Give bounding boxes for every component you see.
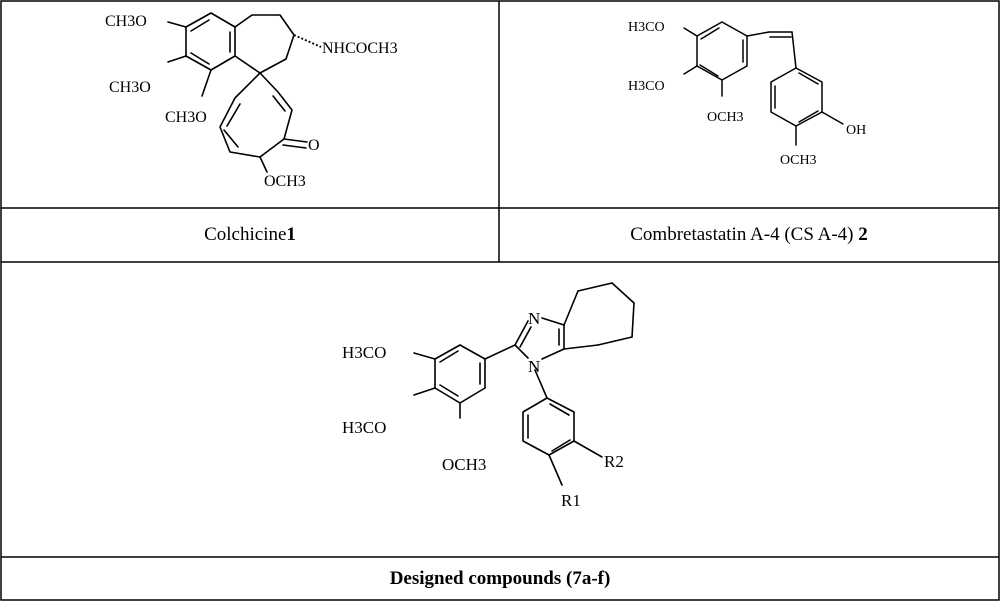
combretastatin-structure: H3CO H3CO OCH3 OH OCH3 — [628, 20, 866, 168]
imidazole-n-label: N — [528, 357, 540, 376]
r2-substituent-label: R2 — [604, 452, 624, 471]
colchicine-ome-label: CH3O — [109, 79, 151, 96]
designed-ome-label: H3CO — [342, 343, 386, 362]
combretastatin-ome-label: OCH3 — [707, 110, 744, 125]
colchicine-ome-label: CH3O — [165, 109, 207, 126]
designed-ome-label: OCH3 — [442, 455, 486, 474]
designed-compounds-title: Designed compounds (7a-f) — [389, 567, 611, 589]
colchicine-name: Colchicine — [204, 224, 287, 245]
colchicine-structure: CH3O CH3O CH3O NHCOCH3 O OCH3 — [105, 12, 398, 190]
colchicine-amide-label: NHCOCH3 — [322, 40, 398, 57]
combretastatin-ome-label: H3CO — [628, 20, 665, 35]
combretastatin-name: Combretastatin A-4 (CS A-4) — [630, 224, 859, 245]
designed-compounds-caption: Designed compounds (7a-f) — [2, 558, 998, 599]
combretastatin-ome-label: OCH3 — [780, 153, 817, 168]
imidazole-n-label: N — [528, 309, 540, 328]
designed-ome-label: H3CO — [342, 418, 386, 437]
colchicine-number: 1 — [286, 224, 296, 245]
colchicine-ketone-label: O — [308, 137, 320, 154]
combretastatin-caption: Combretastatin A-4 (CS A-4) 2 — [500, 209, 998, 261]
combretastatin-hydroxy-label: OH — [846, 123, 866, 138]
colchicine-ome-label: OCH3 — [264, 173, 306, 190]
colchicine-ome-label: CH3O — [105, 13, 147, 30]
designed-compound-structure: H3CO H3CO OCH3 N N R2 R1 — [342, 282, 635, 510]
r1-substituent-label: R1 — [561, 491, 581, 510]
combretastatin-ome-label: H3CO — [628, 79, 665, 94]
combretastatin-number: 2 — [858, 224, 868, 245]
